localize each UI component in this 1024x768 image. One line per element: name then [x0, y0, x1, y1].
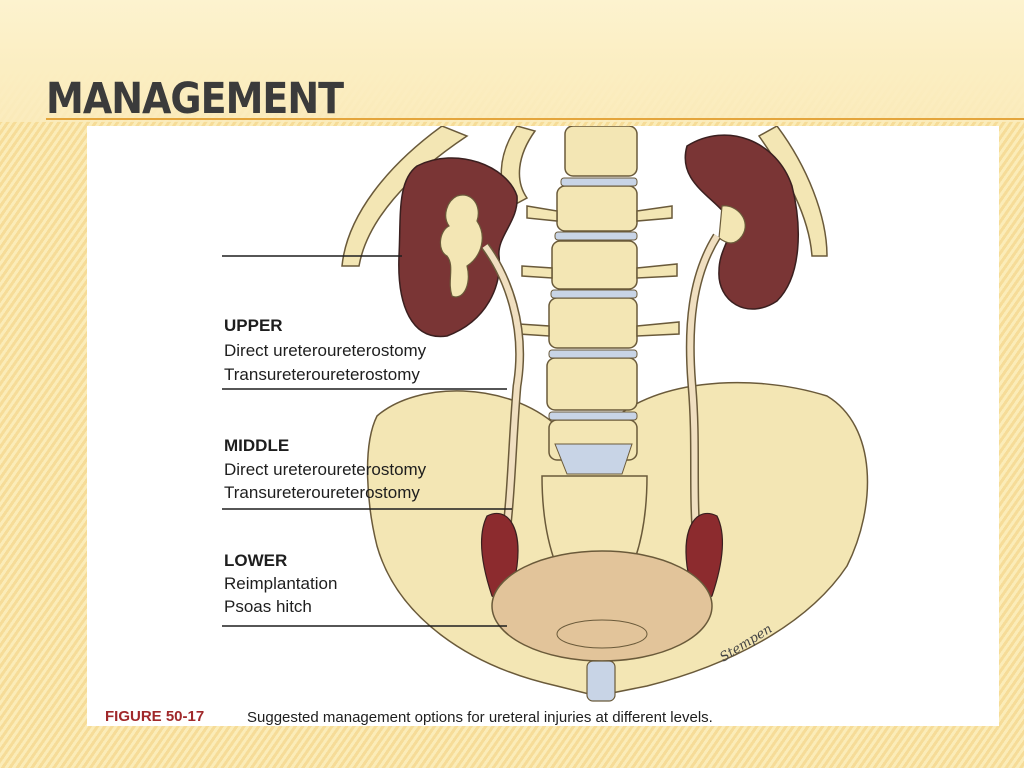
title-band	[0, 0, 1024, 122]
upper-option-1: Direct ureteroureterostomy	[224, 341, 427, 360]
title-rule	[46, 118, 1024, 120]
left-renal-pelvis	[439, 194, 483, 298]
figure-number: FIGURE 50-17	[105, 708, 205, 725]
spine-discs	[548, 177, 638, 475]
figure-caption: Suggested management options for uretera…	[247, 709, 713, 726]
lower-option-1: Reimplantation	[224, 574, 338, 593]
spine	[518, 126, 680, 461]
middle-option-1: Direct ureteroureterostomy	[224, 460, 427, 479]
lower-heading: LOWER	[224, 551, 288, 570]
lower-option-2: Psoas hitch	[224, 597, 312, 616]
right-renal-pelvis	[718, 205, 746, 244]
slide-title: MANAGEMENT	[46, 74, 344, 124]
middle-option-2: Transureteroureterostomy	[224, 483, 420, 502]
upper-heading: UPPER	[224, 316, 283, 335]
upper-option-2: Transureteroureterostomy	[224, 365, 420, 384]
urethra	[586, 660, 616, 702]
leader-lines	[222, 255, 512, 627]
middle-heading: MIDDLE	[224, 436, 290, 455]
anatomy-illustration	[222, 126, 869, 702]
figure-panel: UPPER Direct ureteroureterostomy Transur…	[87, 126, 999, 726]
bladder	[491, 550, 713, 662]
